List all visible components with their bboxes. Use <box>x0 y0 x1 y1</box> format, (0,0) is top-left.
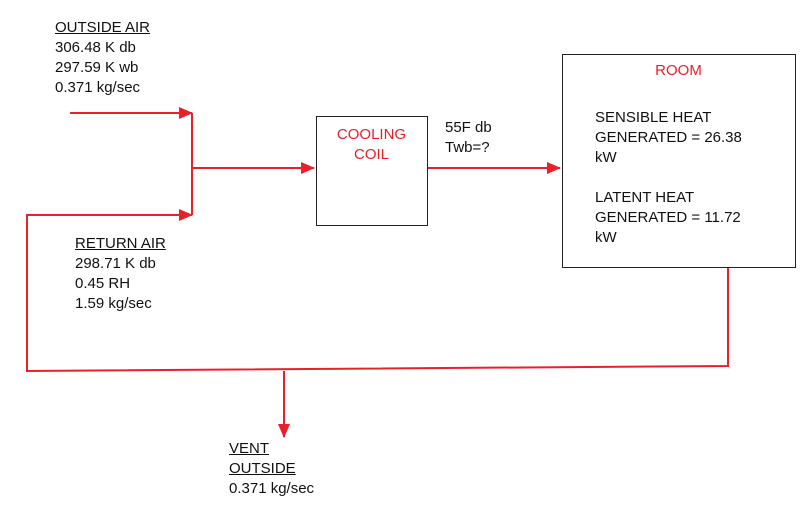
sensible-heat-line1: SENSIBLE HEAT <box>595 109 712 126</box>
supply-air-dry-bulb: 55F db <box>445 119 492 136</box>
vent-title-line1: VENT <box>229 440 270 457</box>
vent-flow: 0.371 kg/sec <box>229 480 315 497</box>
cooling-coil-box: COOLING COIL <box>316 116 428 226</box>
cooling-coil-label-line1: COOLING <box>336 126 407 143</box>
sensible-heat-line2: GENERATED = 26.38 <box>595 129 742 146</box>
return-air-line <box>26 209 729 373</box>
latent-heat-line3: kW <box>595 229 617 246</box>
outside-air-title: OUTSIDE AIR <box>55 19 151 36</box>
sensible-heat-line3: kW <box>595 149 617 166</box>
return-air-rh: 0.45 RH <box>75 275 131 292</box>
room-title: ROOM <box>655 62 702 79</box>
room-box: ROOM SENSIBLE HEAT GENERATED = 26.38 kW … <box>562 54 796 268</box>
outside-air-wet-bulb: 297.59 K wb <box>55 59 139 76</box>
supply-air-wet-bulb: Twb=? <box>445 139 490 156</box>
latent-heat-line2: GENERATED = 11.72 <box>595 209 741 226</box>
cooling-coil-label-line2: COIL <box>353 146 389 163</box>
outside-air-dry-bulb: 306.48 K db <box>55 39 136 56</box>
return-air-title: RETURN AIR <box>75 235 166 252</box>
vent-title-line2: OUTSIDE <box>229 460 296 477</box>
latent-heat-line1: LATENT HEAT <box>595 189 695 206</box>
outside-air-flow: 0.371 kg/sec <box>55 79 141 96</box>
return-air-dry-bulb: 298.71 K db <box>75 255 156 272</box>
return-air-flow: 1.59 kg/sec <box>75 295 152 312</box>
